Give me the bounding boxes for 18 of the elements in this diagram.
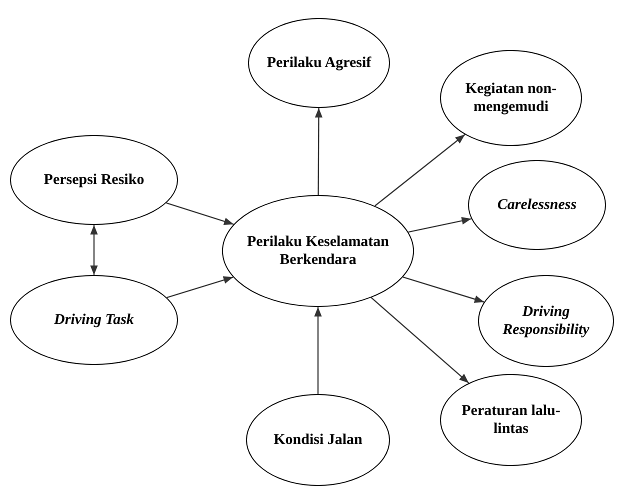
arrow [314,307,322,394]
node-label: Persepsi Resiko [44,171,144,189]
node-label: Driving Task [54,311,134,329]
node-label: Kondisi Jalan [274,431,362,449]
arrow [374,134,466,206]
node-label: Perilaku Agresif [266,54,372,72]
node-label: Peraturan lalu-lintas [460,402,562,438]
arrow [408,217,472,233]
arrow [166,202,234,226]
arrow [166,276,234,298]
arrow [90,225,98,275]
node-label: Driving Responsibility [502,303,590,339]
node-label: Carelessness [497,196,577,214]
arrow [314,108,323,195]
arrow [370,297,470,384]
arrow [402,276,484,303]
node-label: Kegiatan non-mengemudi [464,80,558,116]
node-label: Perilaku Keselamatan Berkendara [246,233,390,269]
